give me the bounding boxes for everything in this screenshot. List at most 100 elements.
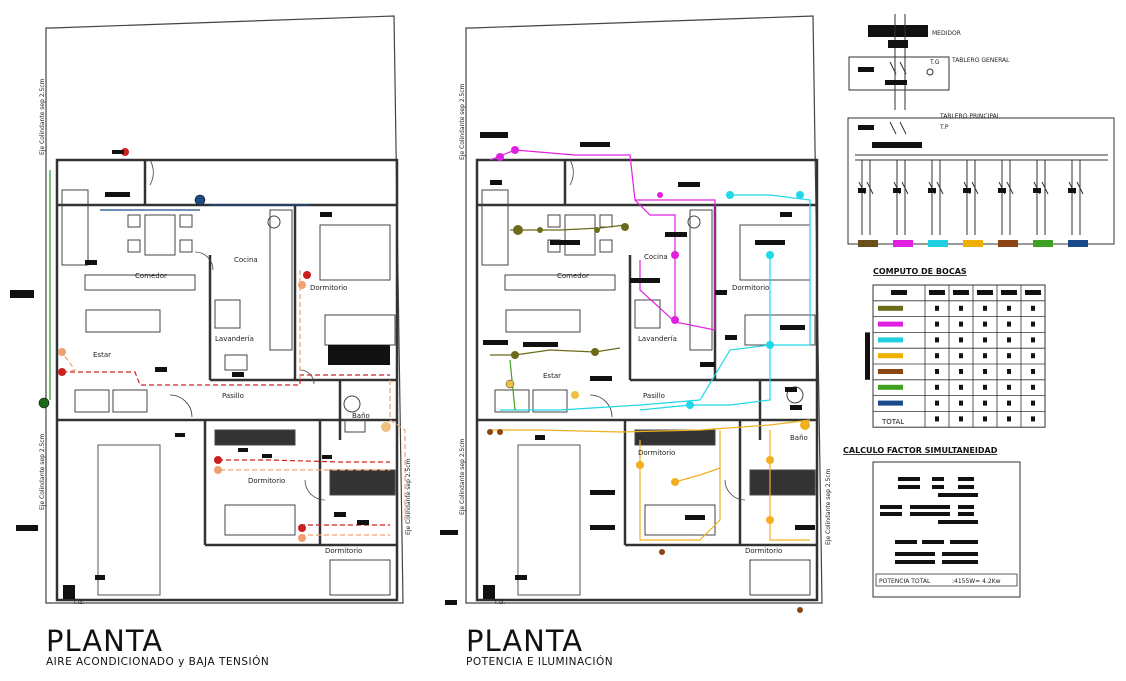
calculo-section: CALCULO FACTOR SIMULTANEIDAD POTENCIA TO… <box>843 446 1021 598</box>
computo-cell-mark <box>935 400 939 406</box>
computo-cell-mark <box>1031 337 1035 343</box>
computo-cell-mark <box>935 337 939 343</box>
circuit-color-swatch <box>858 240 878 247</box>
computo-cell-mark <box>1031 321 1035 327</box>
computo-header-tag <box>953 290 969 295</box>
computo-cell-mark <box>1031 384 1035 390</box>
computo-cell-mark <box>959 305 963 311</box>
circuit-color-swatch <box>1033 240 1053 247</box>
computo-total-mark <box>959 416 963 422</box>
computo-cell-mark <box>935 369 939 374</box>
left-dining-table <box>144 214 176 256</box>
circuit-color-swatch <box>963 240 983 247</box>
left-room-estar: Estar <box>93 351 111 359</box>
computo-cell-mark <box>1007 337 1011 343</box>
left-plan-title: PLANTA <box>46 624 164 658</box>
right-axis-top-label: Eje Colindante sep 2.5cm <box>459 83 466 160</box>
computo-grid <box>872 284 1046 428</box>
left-room-lavanderia: Lavandería <box>215 335 254 343</box>
computo-cell-mark <box>983 400 987 406</box>
computo-cell-mark <box>959 353 963 359</box>
computo-cell-mark <box>1031 305 1035 311</box>
left-room-bano: Baño <box>352 412 370 420</box>
computo-cell-mark <box>959 384 963 390</box>
computo-cell-mark <box>959 337 963 343</box>
computo-total-mark <box>1031 416 1035 422</box>
computo-cell-mark <box>959 400 963 406</box>
computo-row-swatch <box>878 400 903 406</box>
computo-cell-mark <box>1007 369 1011 374</box>
electrical-diagram: MEDIDOR T.G TABLERO GENERAL TABLERO PRIN… <box>847 14 1115 247</box>
computo-cell-mark <box>1007 400 1011 406</box>
computo-cell-mark <box>983 321 987 327</box>
breaker-tag <box>1033 188 1041 193</box>
right-plan-title: PLANTA <box>466 624 584 658</box>
circuit-color-swatch <box>1068 240 1088 247</box>
tp-symbol-label: T.P <box>939 124 949 131</box>
left-room-pasillo: Pasillo <box>222 392 244 400</box>
computo-total-mark <box>983 416 987 422</box>
computo-row-swatch <box>878 337 903 343</box>
breaker-tag <box>858 188 866 193</box>
breaker-tag <box>998 188 1006 193</box>
computo-cell-mark <box>1007 305 1011 311</box>
tablero-general-label: TABLERO GENERAL <box>951 57 1010 64</box>
tg-symbol-label: T.G <box>929 59 940 66</box>
breaker-tag <box>963 188 971 193</box>
left-axis-top-label: Eje Colindante sep 2.5cm <box>39 78 46 155</box>
computo-table <box>865 284 1046 428</box>
right-room-lavanderia: Lavandería <box>638 335 677 343</box>
computo-cell-mark <box>959 369 963 374</box>
computo-cell-mark <box>983 384 987 390</box>
right-room-dormitorio-1: Dormitorio <box>732 284 769 292</box>
computo-header-tag <box>929 290 945 295</box>
computo-cell-mark <box>983 305 987 311</box>
computo-side-tag <box>865 332 870 380</box>
right-axis-bottom-label: Eje Colindante sep 2.5cm <box>459 438 466 515</box>
tablero-general-box <box>848 56 950 91</box>
computo-cell-mark <box>983 353 987 359</box>
computo-cell-mark <box>935 353 939 359</box>
breaker-tag <box>1068 188 1076 193</box>
computo-row-swatch <box>878 305 903 311</box>
left-room-dormitorio-1: Dormitorio <box>310 284 347 292</box>
computo-header-tag <box>1025 290 1041 295</box>
computo-cell-mark <box>1031 353 1035 359</box>
computo-cell-mark <box>983 337 987 343</box>
right-room-comedor: Comedor <box>557 272 589 280</box>
breaker-tag <box>893 188 901 193</box>
right-room-dormitorio-2: Dormitorio <box>638 449 675 457</box>
left-plan-subtitle: AIRE ACONDICIONADO y BAJA TENSIÓN <box>46 656 270 668</box>
computo-cell-mark <box>959 321 963 327</box>
right-tg-label: T.G. <box>493 599 506 606</box>
tablero-principal-label: TABLERO PRINCIPAL <box>939 113 1001 120</box>
circuit-color-swatch <box>928 240 948 247</box>
computo-total-label: TOTAL <box>881 418 904 426</box>
left-lot-boundary <box>45 15 404 604</box>
computo-cell-mark <box>935 321 939 327</box>
computo-cell-mark <box>1007 353 1011 359</box>
computo-section: COMPUTO DE BOCAS TOTAL <box>865 267 1046 428</box>
potencia-total-label: POTENCIA TOTAL <box>879 578 931 585</box>
computo-cell-mark <box>935 384 939 390</box>
calculo-box <box>872 461 1021 598</box>
computo-header-tag <box>977 290 993 295</box>
breaker-row <box>858 160 1088 247</box>
left-floor-plan: Eje Colindante sep 2.5cm Eje Colindante … <box>10 15 412 606</box>
computo-cell-mark <box>1031 369 1035 374</box>
computo-cell-mark <box>935 305 939 311</box>
computo-cell-mark <box>983 369 987 374</box>
right-room-cocina: Cocina <box>644 253 668 261</box>
computo-title: COMPUTO DE BOCAS <box>873 267 967 276</box>
computo-cell-mark <box>1007 321 1011 327</box>
computo-row-swatch <box>878 353 903 359</box>
left-tg-label: T.G. <box>72 599 85 606</box>
left-room-comedor: Comedor <box>135 272 167 280</box>
computo-total-mark <box>935 416 939 422</box>
medidor-label: MEDIDOR <box>932 30 961 37</box>
right-room-dormitorio-3: Dormitorio <box>745 547 782 555</box>
right-axis-right-label: Eje Colindante sep 2.5cm <box>825 468 832 545</box>
tablero-principal-box <box>847 117 1115 245</box>
right-carport <box>517 444 581 596</box>
